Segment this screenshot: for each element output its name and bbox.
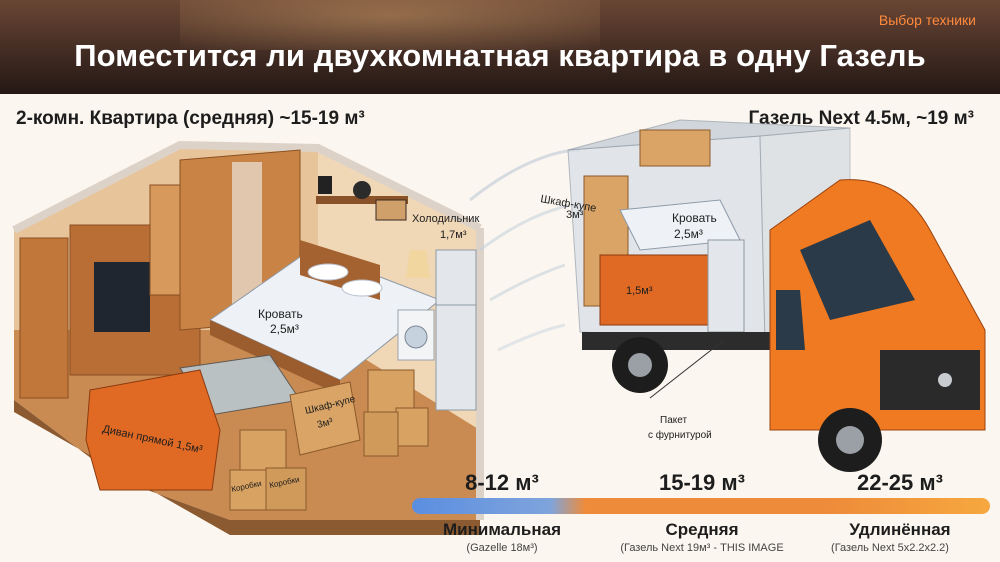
wall-clock [353,181,371,199]
scale-value-min: 8-12 м³ [465,470,539,495]
scale-note-max: (Газель Next 5x2.2x2.2) [831,542,949,554]
truck-fridge [707,239,745,333]
page-title: Поместится ли двухкомнатная квартира в о… [74,38,926,73]
cabinet-left [19,237,69,399]
room-sofa [85,369,221,491]
scale-note-mid: (Газель Next 19м³ - THIS IMAGE [620,542,784,554]
truck-illustration: Шкаф-купе 3м³ Кровать 2,5м³ 1,5м³ Пакет … [539,119,986,472]
box-6 [363,411,399,457]
truck-label-bed: Кровать [672,211,717,225]
scale-value-mid: 15-19 м³ [659,470,745,495]
frame-1 [318,176,332,194]
scale-label-min: Минимальная [442,520,562,539]
label-wardrobe-volume: 3м³ [316,416,335,431]
floor-lamp [406,250,430,278]
truck-chassis [582,332,782,350]
motion-lines [469,148,581,352]
label-fridge-volume: 1,7м³ [440,229,467,241]
box-wardrobe [289,381,361,456]
wheel-front-hub [836,426,864,454]
truck-logo [938,373,952,387]
label-fridge: Холодильник [412,213,479,225]
truck-side-window [776,290,805,350]
room-illustration: Холодильник 1,7м³ Кровать 2,5м³ Диван пр… [12,140,484,535]
wheel-rear-hub [628,353,652,377]
box-5 [395,407,429,447]
scale-label-mid: Средняя [665,520,739,539]
truck-label-sofa-volume: 1,5м³ [626,285,653,297]
tv [94,262,150,332]
pillow-2 [341,279,383,297]
truck-label-package-2: с фурнитурой [648,429,712,441]
label-bed: Кровать [258,307,303,321]
box-4 [367,369,415,415]
volume-scale-bar [412,498,990,514]
header-banner: Выбор техники Поместится ли двухкомнатна… [0,0,1000,94]
room-wall-top [12,140,482,234]
header-glow [180,0,600,50]
scale-label-max: Удлинённая [849,520,951,539]
scale-note-min: (Gazelle 18м³) [466,542,538,554]
truck-grille [880,350,980,410]
truck-sofa [599,254,711,326]
truck-label-bed-volume: 2,5м³ [674,227,703,241]
frame-2 [375,199,407,221]
wall-shelf [316,196,408,204]
washer-door [404,325,428,349]
apartment-heading: 2-комн. Квартира (средняя) ~15-19 м³ [16,108,365,129]
box-2 [229,469,267,511]
scale-value-max: 22-25 м³ [857,470,943,495]
box-1 [239,429,287,475]
bed-frame [210,320,340,395]
label-bed-volume: 2,5м³ [270,322,299,336]
box-3 [265,467,307,511]
truck-heading: Газель Next 4.5м, ~19 м³ [748,108,975,129]
source-badge: Выбор техники [878,12,976,28]
room-fridge [435,249,477,411]
truck-label-package: Пакет [660,415,687,426]
truck-boxes-top [639,129,711,167]
package-pointer [649,339,725,399]
pillow-1 [307,263,349,281]
truck-label-wardrobe-volume: 3м³ [566,209,584,221]
truck-windshield [800,220,915,320]
